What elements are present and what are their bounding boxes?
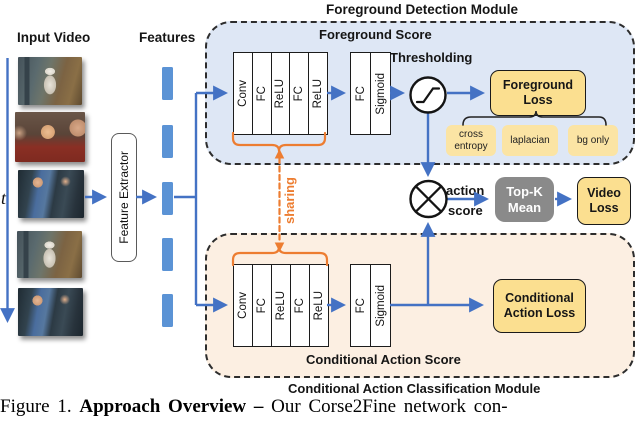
time-axis-label: t xyxy=(1,188,7,208)
action-word-label: action xyxy=(446,183,485,198)
foreground-module-title: Foreground Detection Module xyxy=(326,2,518,17)
video-frame-2 xyxy=(15,112,85,162)
sub-loss-laplacian: laplacian xyxy=(502,125,558,156)
layer-cell: Sigmoid xyxy=(371,265,390,346)
layer-cell: ReLU xyxy=(309,53,327,134)
caption-bold-title: Approach Overview – xyxy=(79,396,264,417)
caption-text: Our Corse2Fine network con- xyxy=(271,396,508,417)
conditional-conv-stack: Conv FC ReLU FC ReLU xyxy=(233,264,329,347)
layer-label: ReLU xyxy=(313,290,325,321)
layer-label: ReLU xyxy=(312,78,325,109)
feature-branch-line xyxy=(174,93,198,305)
sub-loss-bg-only: bg only xyxy=(568,125,618,156)
layer-cell: FC xyxy=(351,53,371,134)
feature-extractor-box: Feature Extractor xyxy=(111,133,137,262)
multiply-circle xyxy=(409,179,448,219)
score-word-label: score xyxy=(448,203,483,218)
video-frame-3 xyxy=(18,170,84,218)
multiply-icon xyxy=(415,185,442,213)
foreground-score-label: Foreground Score xyxy=(319,27,432,42)
video-frame-4 xyxy=(17,231,82,278)
foreground-head-stack: FC Sigmoid xyxy=(350,52,391,135)
layer-cell: ReLU xyxy=(310,265,328,346)
layer-label: FC xyxy=(255,85,268,102)
layer-cell: FC xyxy=(253,53,272,134)
sharing-label: sharing xyxy=(282,177,297,225)
layer-label: ReLU xyxy=(275,290,287,321)
conditional-action-loss-box: Conditional Action Loss xyxy=(493,279,586,333)
topk-mean-label: Top-K Mean xyxy=(506,183,543,215)
features-label: Features xyxy=(139,30,196,45)
layer-cell: FC xyxy=(253,265,272,346)
layer-label: Sigmoid xyxy=(374,72,387,115)
layer-cell: FC xyxy=(291,265,310,346)
topk-mean-box: Top-K Mean xyxy=(495,177,554,222)
layer-label: Conv xyxy=(237,292,249,319)
layer-cell: ReLU xyxy=(272,265,291,346)
layer-cell: Conv xyxy=(234,265,253,346)
feature-bar-1 xyxy=(162,67,173,100)
layer-cell: FC xyxy=(351,265,371,346)
layer-label: FC xyxy=(294,297,306,314)
video-loss-label: Video Loss xyxy=(587,185,621,215)
feature-bar-5 xyxy=(162,294,173,327)
layer-label: FC xyxy=(354,85,367,102)
conditional-module-title: Conditional Action Classification Module xyxy=(288,381,541,396)
layer-label: FC xyxy=(354,297,367,314)
layer-label: ReLU xyxy=(274,78,287,109)
figure-caption: Figure 1. Approach Overview – Our Corse2… xyxy=(0,396,640,418)
caption-figure-label: Figure 1. xyxy=(0,396,72,417)
layer-cell: FC xyxy=(290,53,310,134)
layer-label: Conv xyxy=(236,80,249,107)
feature-bar-4 xyxy=(162,238,173,271)
layer-label: FC xyxy=(256,297,268,314)
foreground-loss-label: Foreground Loss xyxy=(502,77,574,107)
layer-label: Sigmoid xyxy=(374,284,387,327)
feature-extractor-label: Feature Extractor xyxy=(117,151,131,244)
multiply-node xyxy=(409,179,448,219)
layer-cell: Conv xyxy=(234,53,253,134)
layer-label: FC xyxy=(293,85,306,102)
input-video-label: Input Video xyxy=(17,30,91,45)
video-loss-box: Video Loss xyxy=(577,177,631,225)
layer-cell: ReLU xyxy=(272,53,291,134)
foreground-loss-box: Foreground Loss xyxy=(490,70,586,116)
sub-loss-cross-entropy: cross entropy xyxy=(446,125,496,156)
feature-bar-2 xyxy=(162,125,173,158)
thresholding-label: Thresholding xyxy=(390,50,473,65)
conditional-action-loss-label: Conditional Action Loss xyxy=(503,290,576,320)
conditional-action-score-label: Conditional Action Score xyxy=(306,352,461,367)
foreground-conv-stack: Conv FC ReLU FC ReLU xyxy=(233,52,328,135)
video-frame-1 xyxy=(18,57,82,105)
conditional-head-stack: FC Sigmoid xyxy=(350,264,391,347)
video-frame-5 xyxy=(18,288,83,336)
layer-cell: Sigmoid xyxy=(371,53,390,134)
feature-bar-3 xyxy=(162,182,173,215)
